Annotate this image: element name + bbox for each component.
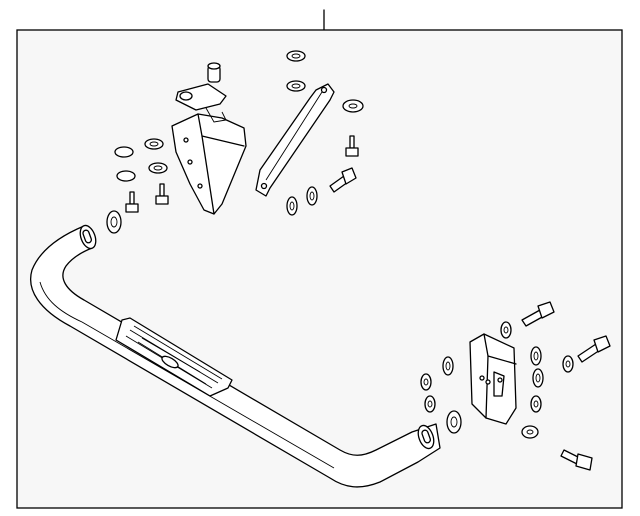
bolt-icon <box>345 135 359 157</box>
bolt-icon <box>560 449 593 471</box>
front-mounting-bracket <box>171 62 247 215</box>
running-board-tube <box>30 224 441 488</box>
washer <box>342 99 364 113</box>
washer <box>306 186 318 206</box>
bolt-icon <box>329 167 357 193</box>
washer <box>148 162 168 174</box>
washer <box>562 355 574 373</box>
washers <box>106 50 574 439</box>
bolt-icon <box>521 301 555 327</box>
washer <box>442 356 454 376</box>
washer <box>114 146 134 158</box>
rear-mounting-bracket <box>469 333 517 425</box>
bolt-icon <box>155 183 169 205</box>
washer <box>521 425 539 439</box>
bolt-icon <box>125 191 139 213</box>
washer <box>446 410 462 434</box>
washer <box>286 80 306 92</box>
support-strap <box>255 83 335 197</box>
bolts <box>125 135 611 471</box>
washer <box>424 395 436 413</box>
washer <box>420 373 432 391</box>
washer <box>532 368 544 388</box>
step-pad <box>115 317 233 397</box>
washer <box>530 395 542 413</box>
washer <box>286 196 298 216</box>
washer <box>530 346 542 366</box>
washer <box>116 170 136 182</box>
washer <box>106 210 122 234</box>
washer <box>500 321 512 339</box>
washer <box>144 138 164 150</box>
washer <box>286 50 306 62</box>
bolt-icon <box>577 335 611 363</box>
